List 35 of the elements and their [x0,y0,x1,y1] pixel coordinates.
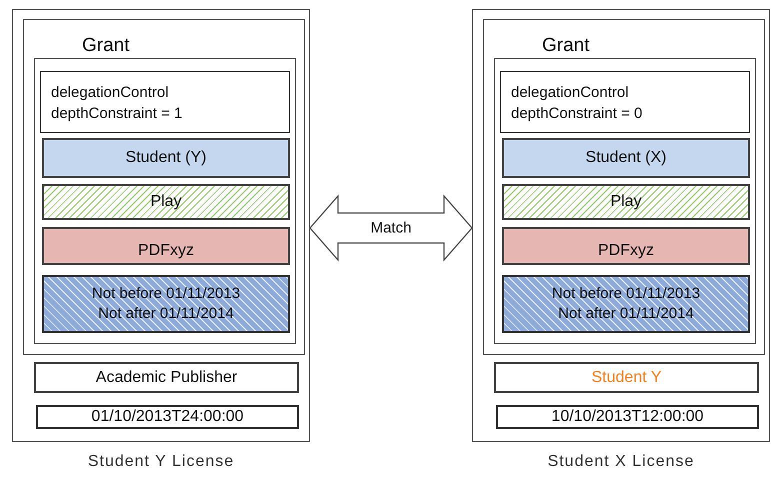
grant-heading: Grant [82,34,130,58]
box-text: Student (X) [586,148,666,168]
principal-box [502,138,750,178]
grant-heading: Grant [542,34,590,58]
grant-body-box [494,58,756,344]
condition-box [502,275,750,333]
grant-box [23,19,305,355]
box-text: Not before 01/11/2013 Not after 01/11/2014 [90,284,242,324]
delegation-box [40,71,290,133]
box-text: Not before 01/11/2013 Not after 01/11/2014 [550,284,702,324]
box-text: delegationControl depthConstraint = 0 [511,83,644,124]
license-caption: Student X License [546,452,696,472]
box-text: delegationControl depthConstraint = 1 [51,83,184,124]
box-text: 01/10/2013T24:00:00 [91,407,244,427]
box-text: PDFxyz [598,241,654,261]
edge-label: Match [370,220,412,236]
resource-box [42,227,290,265]
box-text: Student Y [592,368,662,388]
box-text: Student (Y) [126,148,206,168]
timestamp-box [496,405,759,429]
license-caption: Student Y License [86,452,236,472]
grant-body-box [34,58,296,344]
resource-box [502,227,750,265]
grant-box [483,19,765,355]
box-text: PDFxyz [138,241,194,261]
principal-box [42,138,290,178]
box-text: 10/10/2013T12:00:00 [551,407,704,427]
issuer-box [34,362,299,393]
condition-box [42,275,290,333]
timestamp-box [36,405,299,429]
box-text: Academic Publisher [96,368,238,388]
delegation-box [500,71,750,133]
right-box [502,184,750,220]
right-box [42,184,290,220]
issuer-box [494,362,759,393]
